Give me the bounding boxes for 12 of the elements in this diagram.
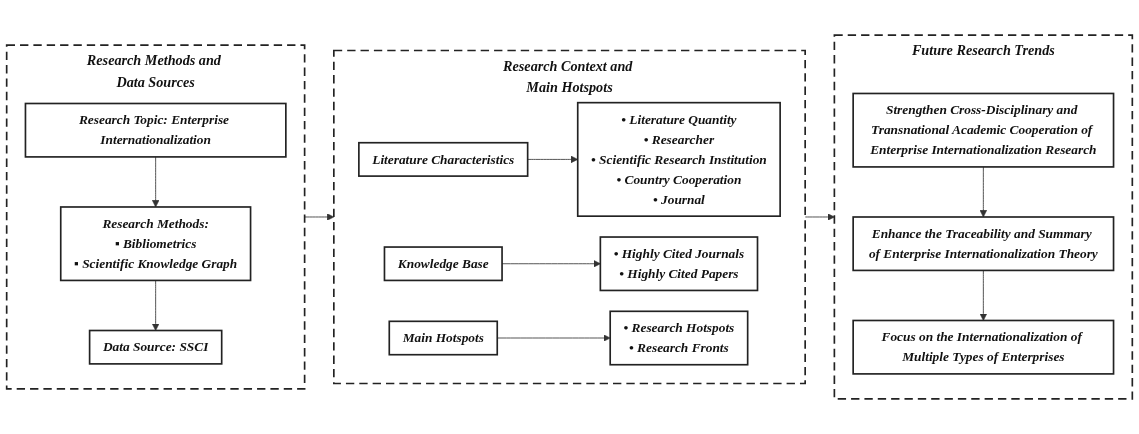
node-box: Knowledge Base xyxy=(383,246,503,282)
node-box: Data Source: SSCI xyxy=(88,329,223,365)
node-box: Literature Characteristics xyxy=(358,141,529,177)
node-box: Research Topic: Enterprise Internationalization xyxy=(24,102,287,158)
node-box: Main Hotspots xyxy=(388,320,499,356)
node-box: • Literature Quantity • Researcher • Scientific Research Institution • Country Cooperation • Journal xyxy=(576,101,781,217)
node-box: • Research Hotspots • Research Fronts xyxy=(609,310,749,366)
node-box: • Highly Cited Journals • Highly Cited Papers xyxy=(599,236,759,292)
node-box: Enhance the Traceability and Summary of Enterprise Internationalization Theory xyxy=(852,216,1115,272)
node-box: Research Methods: ▪ Bibliometrics ▪ Scientific Knowledge Graph xyxy=(59,206,252,282)
node-box: Focus on the Internationalization of Multiple Types of Enterprises xyxy=(852,319,1115,375)
node-box: Strengthen Cross-Disciplinary and Transnational Academic Cooperation of Enterprise Internationalization Research xyxy=(852,92,1115,168)
